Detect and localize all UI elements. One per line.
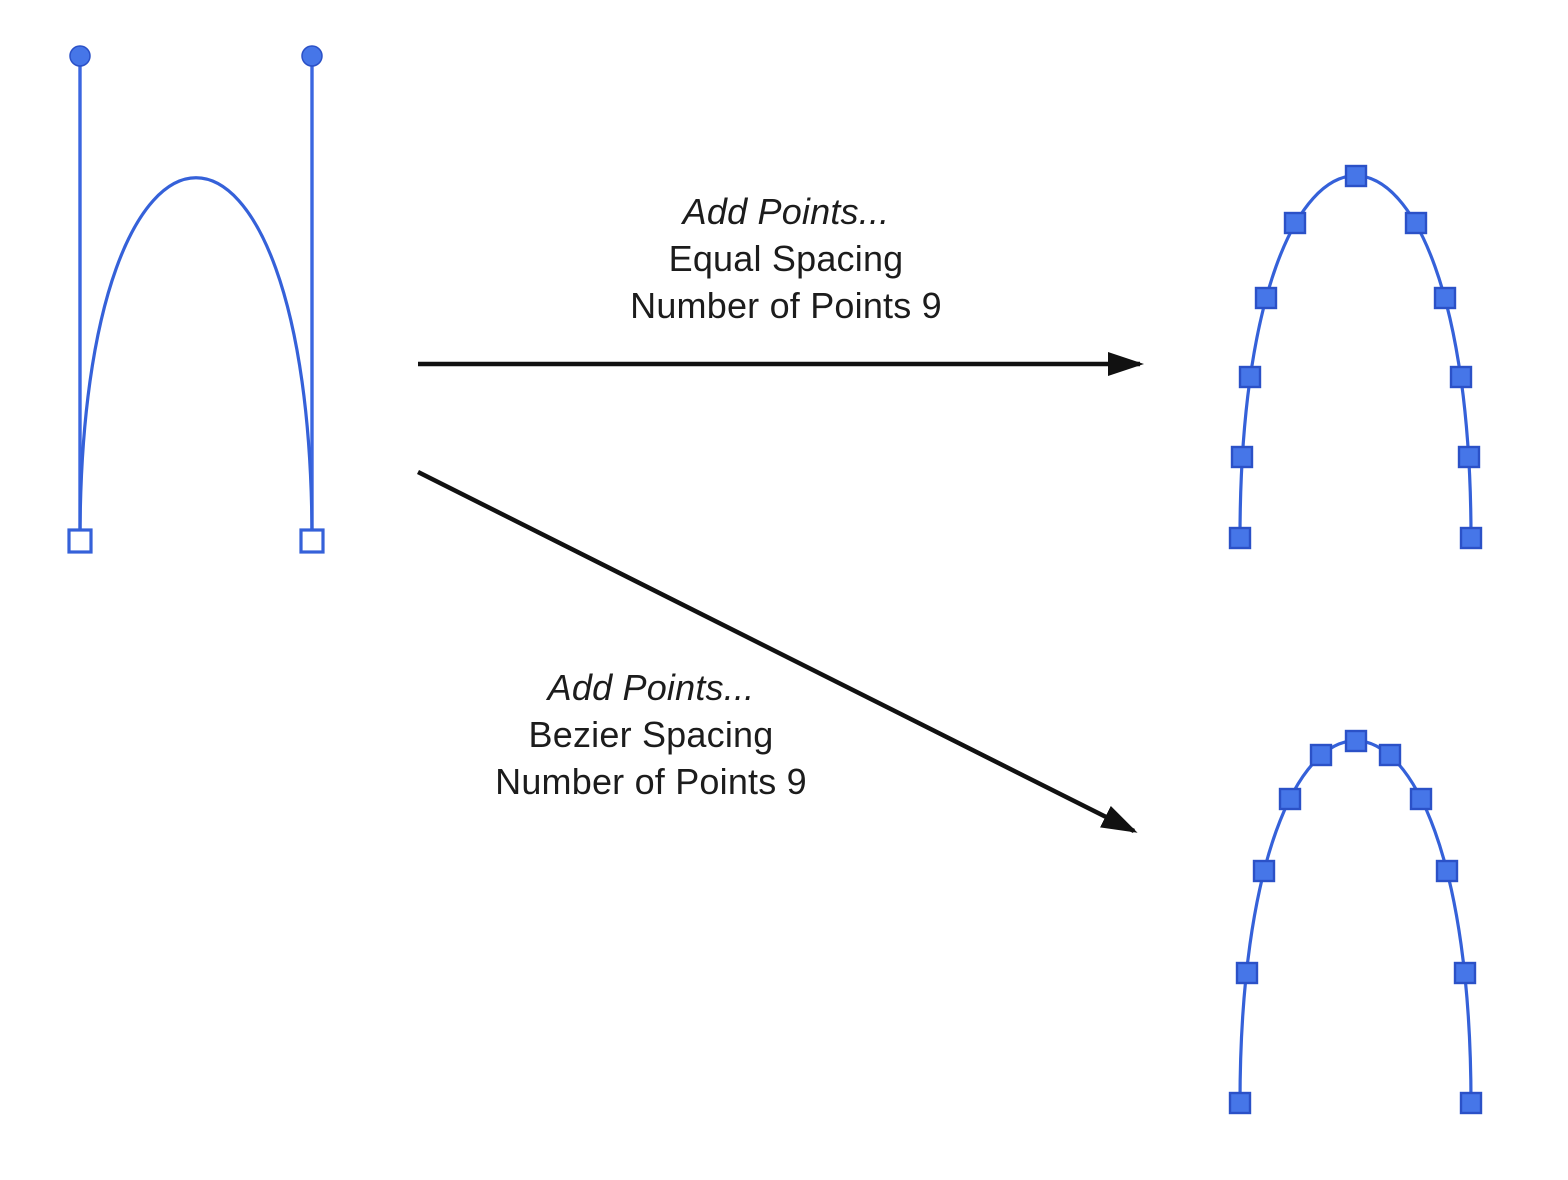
- bezier-spacing-curve-point-4: [1278, 787, 1302, 811]
- equal-spacing-curve-point-10: [1457, 445, 1481, 469]
- bezier-spacing-curve-point-6: [1344, 729, 1368, 753]
- arrow-bezier-spacing: [416, 469, 1138, 834]
- equal-spacing-curve: [1238, 174, 1473, 539]
- annotation-equal-line3: Number of Points 9: [630, 285, 942, 326]
- bezier-spacing-curve-point-5: [1309, 743, 1333, 767]
- annotation-equal-spacing: Add Points... Equal Spacing Number of Po…: [630, 188, 942, 329]
- control-handle-tip-2: [301, 45, 323, 67]
- bezier-spacing-curve-point-9: [1435, 859, 1459, 883]
- bezier-spacing-curve-point-3: [1252, 859, 1276, 883]
- bezier-spacing-curve-point-2: [1235, 961, 1259, 985]
- equal-spacing-curve-point-6: [1344, 164, 1368, 188]
- annotation-equal-line1: Add Points...: [682, 191, 890, 232]
- equal-spacing-curve-point-5: [1283, 211, 1307, 235]
- bezier-spacing-curve-point-8: [1409, 787, 1433, 811]
- bezier-spacing-curve-point-10: [1453, 961, 1477, 985]
- bezier-spacing-curve-point-1: [1228, 1091, 1252, 1115]
- equal-spacing-curve-point-3: [1238, 365, 1262, 389]
- anchor-point-1: [67, 528, 93, 554]
- annotation-bezier-spacing: Add Points... Bezier Spacing Number of P…: [495, 664, 807, 805]
- equal-spacing-curve-point-7: [1404, 211, 1428, 235]
- annotation-bezier-line1: Add Points...: [547, 667, 755, 708]
- annotation-bezier-line2: Bezier Spacing: [528, 714, 774, 755]
- anchor-point-2: [299, 528, 325, 554]
- source-bezier-curve: [78, 176, 314, 541]
- equal-spacing-curve-point-8: [1433, 286, 1457, 310]
- annotation-equal-line2: Equal Spacing: [668, 238, 904, 279]
- bezier-spacing-curve-point-7: [1378, 743, 1402, 767]
- bezier-spacing-curve: [1238, 739, 1473, 1104]
- equal-spacing-curve-point-9: [1449, 365, 1473, 389]
- annotation-bezier-line3: Number of Points 9: [495, 761, 807, 802]
- bezier-spacing-curve-point-11: [1459, 1091, 1483, 1115]
- equal-spacing-curve-point-2: [1230, 445, 1254, 469]
- equal-spacing-curve-point-1: [1228, 526, 1252, 550]
- equal-spacing-curve-point-11: [1459, 526, 1483, 550]
- equal-spacing-curve-point-4: [1254, 286, 1278, 310]
- control-handle-tip-1: [69, 45, 91, 67]
